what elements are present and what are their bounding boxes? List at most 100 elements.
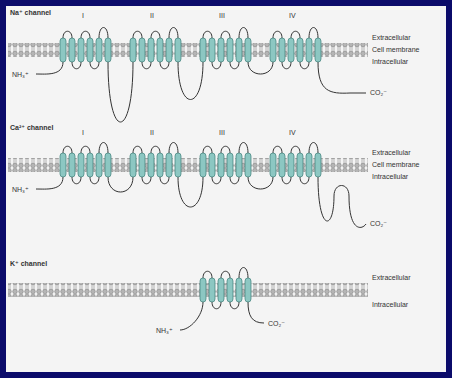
transmembrane-helix [139,153,145,177]
peptide-loop [36,177,63,189]
peptide-loop [180,302,203,330]
peptide-loop [72,62,81,69]
diagram-label: IV [289,129,296,136]
transmembrane-helix [148,153,154,177]
diagram-label: Extracellular [372,149,411,156]
peptide-loop [230,62,239,69]
diagram-label: Intracellular [372,58,408,65]
diagram-label: III [219,12,225,19]
transmembrane-helix [270,153,276,177]
peptide-loop [108,177,133,192]
peptide-loop [160,62,169,69]
peptide-loop [300,177,309,184]
lipid-bilayer [8,283,368,297]
transmembrane-helix [105,153,111,177]
peptide-loop [151,31,160,38]
transmembrane-helix [270,38,276,62]
transmembrane-helix [60,38,66,62]
peptide-loop [133,31,142,38]
peptide-loop [230,177,239,184]
diagram-label: CO₂⁻ [268,320,285,327]
peptide-loop [318,62,366,93]
peptide-loop [248,177,273,189]
transmembrane-helix [245,38,251,62]
transmembrane-helix [166,153,172,177]
transmembrane-helix [130,38,136,62]
transmembrane-helix [105,38,111,62]
transmembrane-helix [227,278,233,302]
peptide-loop [178,62,203,100]
transmembrane-helix [209,38,215,62]
transmembrane-helix [315,38,321,62]
channel-title: Ca²⁺ channel [10,124,53,131]
transmembrane-helix [279,153,285,177]
transmembrane-helix [157,153,163,177]
transmembrane-helix [209,278,215,302]
peptide-loop [142,177,151,184]
peptide-loop [72,177,81,184]
peptide-loop [99,28,108,39]
peptide-loop [63,31,72,38]
peptide-loop [81,146,90,153]
transmembrane-helix [218,278,224,302]
peptide-loop [291,146,300,153]
diagram-label: I [82,12,84,19]
channel-drawing [8,28,368,123]
peptide-loop [239,28,248,39]
peptide-loop [221,146,230,153]
peptide-loop [300,62,309,69]
peptide-loop [151,146,160,153]
transmembrane-helix [87,38,93,62]
transmembrane-helix [288,38,294,62]
channel-title: K⁺ channel [10,260,47,267]
transmembrane-helix [227,38,233,62]
peptide-loop [212,62,221,69]
transmembrane-helix [218,153,224,177]
transmembrane-helix [306,38,312,62]
diagram-label: NH₃⁺ [12,186,29,193]
peptide-loop [160,177,169,184]
transmembrane-helix [148,38,154,62]
peptide-loop [90,177,99,184]
peptide-loop [248,62,273,74]
diagram-label: Cell membrane [372,46,419,53]
peptide-loop [273,31,282,38]
diagram-label: CO₂⁻ [370,220,387,227]
peptide-loop [169,28,178,39]
transmembrane-helix [200,153,206,177]
peptide-loop [108,62,133,122]
transmembrane-helix [200,38,206,62]
transmembrane-helix [78,38,84,62]
peptide-loop [203,271,212,278]
transmembrane-helix [157,38,163,62]
transmembrane-helix [315,153,321,177]
diagram-label: NH₃⁺ [12,71,29,78]
transmembrane-helix [69,153,75,177]
channel-drawing [8,143,368,228]
peptide-loop [309,143,318,154]
diagram-label: NH₃⁺ [156,327,173,334]
peptide-loop [273,146,282,153]
diagram-label: II [150,129,154,136]
transmembrane-helix [60,153,66,177]
transmembrane-helix [306,153,312,177]
diagram-label: Intracellular [372,301,408,308]
peptide-loop [133,146,142,153]
peptide-loop [230,302,239,309]
diagram-label: Extracellular [372,34,411,41]
transmembrane-helix [279,38,285,62]
transmembrane-helix [139,38,145,62]
peptide-loop [221,271,230,278]
peptide-loop [63,146,72,153]
peptide-loop [291,31,300,38]
transmembrane-helix [245,278,251,302]
diagram-label: Cell membrane [372,161,419,168]
diagram-label: II [150,12,154,19]
transmembrane-helix [69,38,75,62]
peptide-loop [282,62,291,69]
peptide-loop [309,28,318,39]
peptide-loop [239,143,248,154]
channel-drawing [8,268,368,331]
